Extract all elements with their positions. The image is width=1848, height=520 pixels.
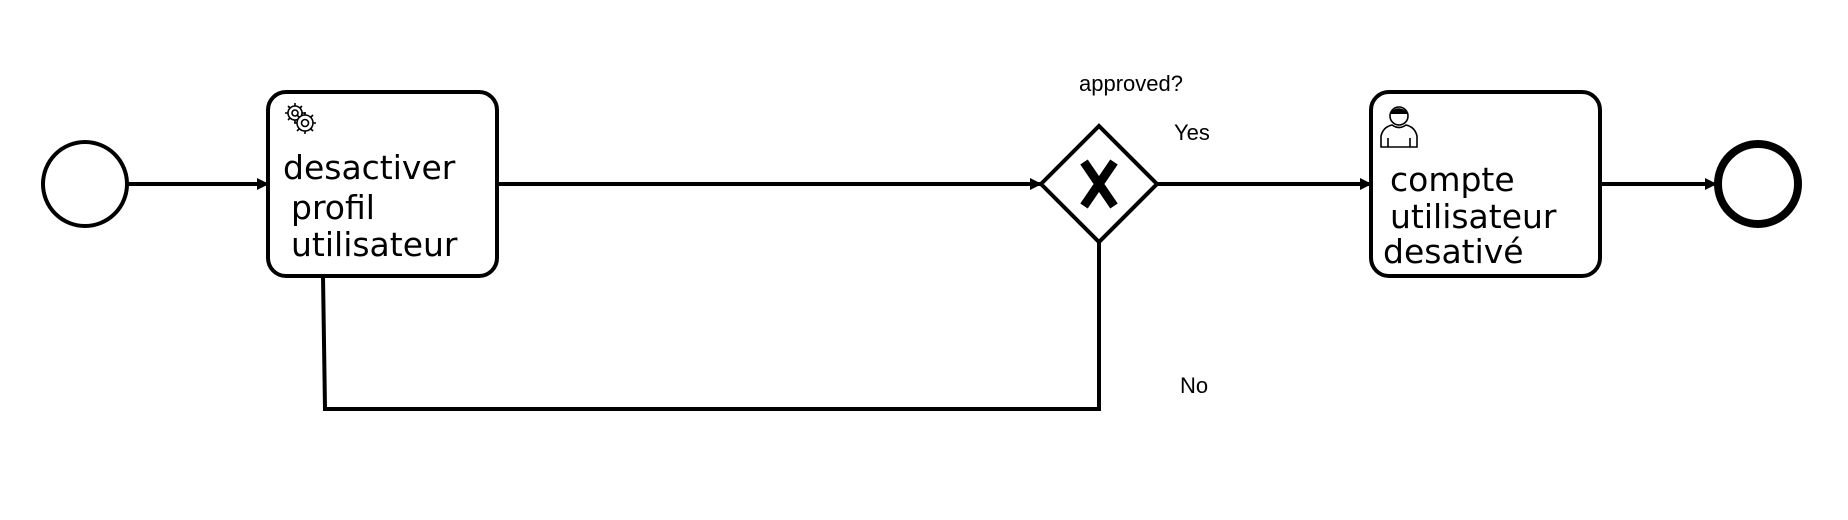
task-desactiver-line-2: profil: [291, 188, 375, 227]
end-event[interactable]: [1714, 140, 1802, 228]
flow-yes-label: Yes: [1174, 120, 1210, 145]
task-compte-line-1: compte: [1390, 160, 1515, 199]
gateway-label: approved?: [1079, 71, 1183, 96]
task-desactiver-profil[interactable]: desactiver profil utilisateur: [266, 90, 499, 278]
task-desactiver-line-3: utilisateur: [291, 225, 458, 264]
user-icon: [1380, 106, 1418, 148]
task-compte-line-2: utilisateur: [1390, 197, 1557, 236]
flow-gateway-no: [321, 242, 1101, 411]
start-event[interactable]: [41, 140, 129, 228]
task-compte-line-3: desativé: [1383, 232, 1524, 271]
gear-icon: [285, 103, 316, 134]
flow-no-label: No: [1180, 373, 1208, 398]
x-marker-icon: [1080, 159, 1118, 209]
task-desactiver-line-1: desactiver: [283, 148, 456, 187]
exclusive-gateway[interactable]: [1038, 123, 1160, 245]
task-compte-utilisateur[interactable]: compte utilisateur desativé: [1369, 90, 1602, 278]
